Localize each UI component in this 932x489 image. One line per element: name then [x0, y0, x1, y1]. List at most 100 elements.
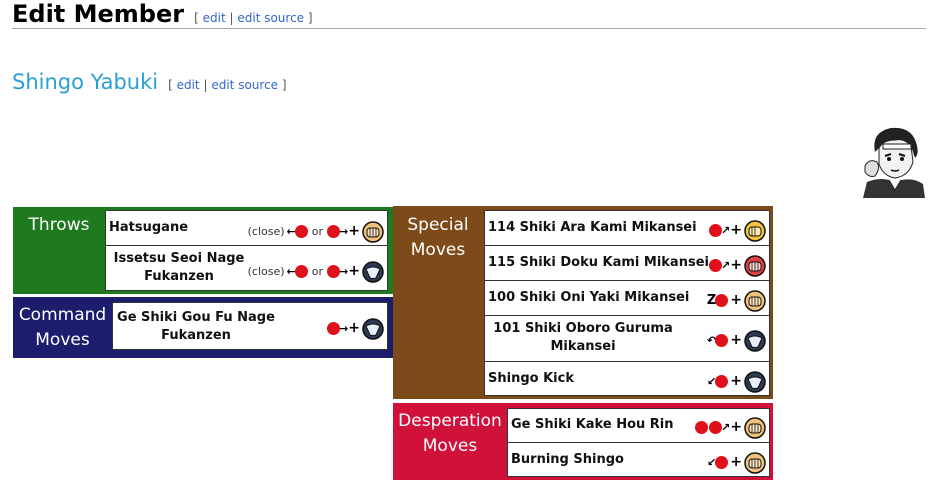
section-edit-link[interactable]: edit	[176, 78, 200, 92]
move-command: ↶ +	[707, 328, 766, 353]
move-command: (close) ← or → +	[245, 219, 384, 244]
throws-table: Hatsugane (close) ← or → + Issetsu Seoi …	[105, 210, 388, 291]
fist-a-icon	[744, 219, 766, 242]
move-command: (close) ← or → +	[245, 259, 384, 284]
qcb-arrow-icon: ↙	[707, 375, 717, 388]
table-row: Ge Shiki Kake Hou Rin ↗ +	[508, 409, 769, 443]
edit-link[interactable]: edit	[202, 11, 226, 25]
joystick-icon	[327, 265, 341, 278]
plus-icon: +	[730, 222, 742, 238]
move-name: 115 Shiki Doku Kami Mikansei	[488, 255, 709, 270]
plus-icon: +	[348, 263, 360, 279]
joystick-icon	[715, 375, 729, 388]
move-name: 101 Shiki Oboro Guruma Mikansei	[493, 321, 673, 354]
table-row: 115 Shiki Doku Kami Mikansei ↗ +	[485, 246, 769, 281]
plus-icon: +	[730, 454, 742, 470]
kick-d-icon	[744, 329, 766, 352]
desperation-category: Desperation Moves Ge Shiki Kake Hou Rin …	[393, 403, 773, 480]
qcf-arrow-icon: ↗	[721, 421, 731, 434]
move-name: Hatsugane	[109, 220, 189, 235]
throws-label: Throws	[28, 215, 90, 235]
section-heading: Shingo Yabuki [ edit | edit source ]	[12, 70, 287, 94]
move-name: Ge Shiki Gou Fu Nage Fukanzen	[117, 310, 275, 343]
joystick-icon	[709, 259, 723, 272]
close-note: (close)	[247, 265, 285, 278]
joystick-icon	[715, 334, 729, 347]
command-table: Ge Shiki Gou Fu Nage Fukanzen → +	[112, 302, 388, 350]
back-arrow-icon: ←	[286, 265, 296, 278]
section-edit-section: [ edit | edit source ]	[168, 78, 287, 92]
fist-c-icon	[744, 451, 766, 474]
special-category: Special Moves 114 Shiki Ara Kami Mikanse…	[393, 206, 773, 399]
qcb-arrow-icon: ↙	[707, 456, 717, 469]
joystick-icon	[327, 322, 341, 335]
plus-icon: +	[730, 257, 742, 273]
plus-icon: +	[730, 292, 742, 308]
close-note: (close)	[247, 225, 285, 238]
fist-c-icon	[744, 254, 766, 277]
command-category: Command Moves Ge Shiki Gou Fu Nage Fukan…	[13, 297, 393, 358]
plus-icon: +	[348, 223, 360, 239]
kick-d-icon	[744, 370, 766, 393]
kick-d-icon	[362, 317, 384, 340]
title-divider	[12, 28, 926, 29]
table-row: Issetsu Seoi Nage Fukanzen (close) ← or …	[106, 246, 387, 292]
move-name: 100 Shiki Oni Yaki Mikansei	[488, 290, 690, 305]
joystick-icon	[709, 224, 723, 237]
special-table: 114 Shiki Ara Kami Mikansei ↗ + 115 Shik…	[484, 210, 770, 396]
joystick-icon	[715, 294, 729, 307]
move-command: → +	[327, 316, 384, 341]
joystick-icon	[715, 456, 729, 469]
forward-arrow-icon: →	[339, 225, 349, 238]
section-heading-text: Shingo Yabuki	[12, 70, 159, 94]
move-command: ↗ +	[695, 415, 766, 440]
move-name: Shingo Kick	[488, 371, 574, 386]
move-name: Ge Shiki Kake Hou Rin	[511, 417, 674, 432]
fist-c-icon	[744, 289, 766, 312]
joystick-icon	[294, 265, 308, 278]
forward-arrow-icon: →	[339, 265, 349, 278]
fist-c-icon	[362, 220, 384, 243]
page-title: Edit Member [ edit | edit source ]	[12, 0, 313, 28]
move-command: ↙ +	[707, 450, 766, 475]
section-edit-source-link[interactable]: edit source	[211, 78, 279, 92]
move-name: Issetsu Seoi Nage Fukanzen	[113, 251, 245, 284]
qcf-arrow-icon: ↗	[721, 224, 731, 237]
joystick-icon	[294, 225, 308, 238]
desperation-label: Desperation Moves	[398, 411, 502, 456]
move-name: 114 Shiki Ara Kami Mikansei	[488, 220, 697, 235]
desperation-table: Ge Shiki Kake Hou Rin ↗ + Burning Shingo…	[507, 408, 770, 477]
special-label: Special Moves	[407, 215, 469, 260]
or-text: or	[311, 265, 324, 278]
plus-icon: +	[348, 320, 360, 336]
move-command: ↙ +	[707, 369, 766, 394]
move-name: Burning Shingo	[511, 452, 624, 467]
table-row: 114 Shiki Ara Kami Mikansei ↗ +	[485, 211, 769, 246]
z-motion-icon: Z	[706, 293, 717, 308]
back-arrow-icon: ←	[286, 225, 296, 238]
table-row: 100 Shiki Oni Yaki Mikansei Z +	[485, 281, 769, 316]
move-command: Z +	[706, 288, 766, 313]
fist-c-icon	[744, 416, 766, 439]
title-edit-section: [ edit | edit source ]	[194, 11, 313, 25]
plus-icon: +	[730, 373, 742, 389]
table-row: Burning Shingo ↙ +	[508, 443, 769, 478]
hcb-arrow-icon: ↶	[707, 334, 717, 347]
move-command: ↗ +	[709, 253, 766, 278]
page-title-text: Edit Member	[12, 0, 185, 28]
joystick-icon	[709, 421, 723, 434]
joystick-icon	[695, 421, 709, 434]
edit-source-link[interactable]: edit source	[237, 11, 305, 25]
plus-icon: +	[730, 332, 742, 348]
table-row: 101 Shiki Oboro Guruma Mikansei ↶ +	[485, 316, 769, 362]
command-label: Command Moves	[18, 305, 107, 350]
plus-icon: +	[730, 419, 742, 435]
joystick-icon	[327, 225, 341, 238]
character-portrait	[861, 124, 926, 198]
or-text: or	[311, 225, 324, 238]
table-row: Shingo Kick ↙ +	[485, 362, 769, 397]
qcf-arrow-icon: ↗	[721, 259, 731, 272]
table-row: Ge Shiki Gou Fu Nage Fukanzen → +	[113, 303, 387, 351]
kick-d-icon	[362, 260, 384, 283]
throws-category: Throws Hatsugane (close) ← or → + Issets…	[13, 207, 393, 294]
